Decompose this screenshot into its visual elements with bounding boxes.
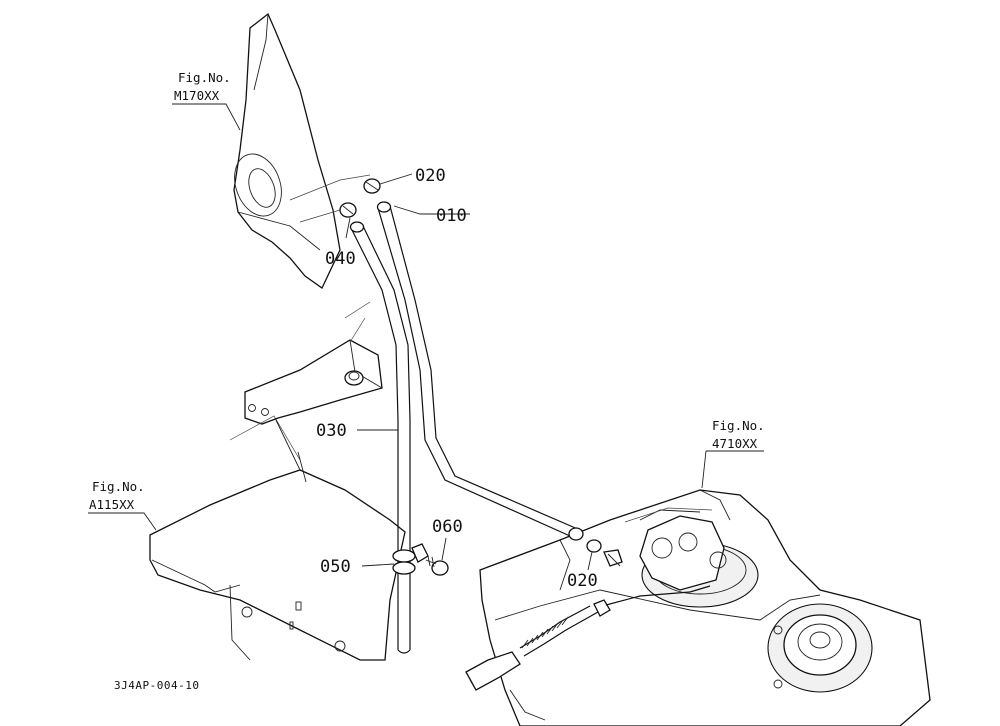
band-050 — [392, 543, 429, 575]
figure-ref-frame-line2: A115XX — [89, 497, 135, 512]
clamp-020-lower — [586, 539, 623, 567]
figure-ref-frame-line1: Fig.No. — [92, 479, 145, 494]
figure-ref-panel: Fig.No. M170XX — [174, 70, 231, 103]
callout-050: 050 — [320, 557, 351, 577]
figure-ref-panel-line1: Fig.No. — [178, 70, 231, 85]
frame — [149, 417, 406, 661]
figure-ref-tank-line2: 4710XX — [712, 436, 758, 451]
drawing-code: 3J4AP-004-10 — [114, 679, 199, 692]
callout-010: 010 — [436, 206, 467, 226]
clip-040 — [339, 202, 357, 218]
figure-ref-panel-line2: M170XX — [174, 88, 220, 103]
callout-020-lower: 020 — [567, 571, 598, 591]
pipe-030 — [349, 221, 411, 654]
bolt-060 — [425, 555, 449, 576]
upper-panel — [233, 12, 371, 289]
callout-040: 040 — [325, 249, 356, 269]
pipe-010 — [376, 201, 584, 541]
fuel-hose — [465, 585, 711, 691]
figure-ref-frame: Fig.No. A115XX — [89, 479, 145, 512]
clamp-020-top — [363, 178, 381, 194]
callout-020-top: 020 — [415, 166, 446, 186]
callout-030: 030 — [316, 421, 347, 441]
leader-lines — [88, 103, 764, 571]
callout-060: 060 — [432, 517, 463, 537]
figure-ref-tank-line1: Fig.No. — [712, 418, 765, 433]
mounting-plate — [229, 301, 383, 461]
figure-ref-tank: Fig.No. 4710XX — [712, 418, 765, 451]
